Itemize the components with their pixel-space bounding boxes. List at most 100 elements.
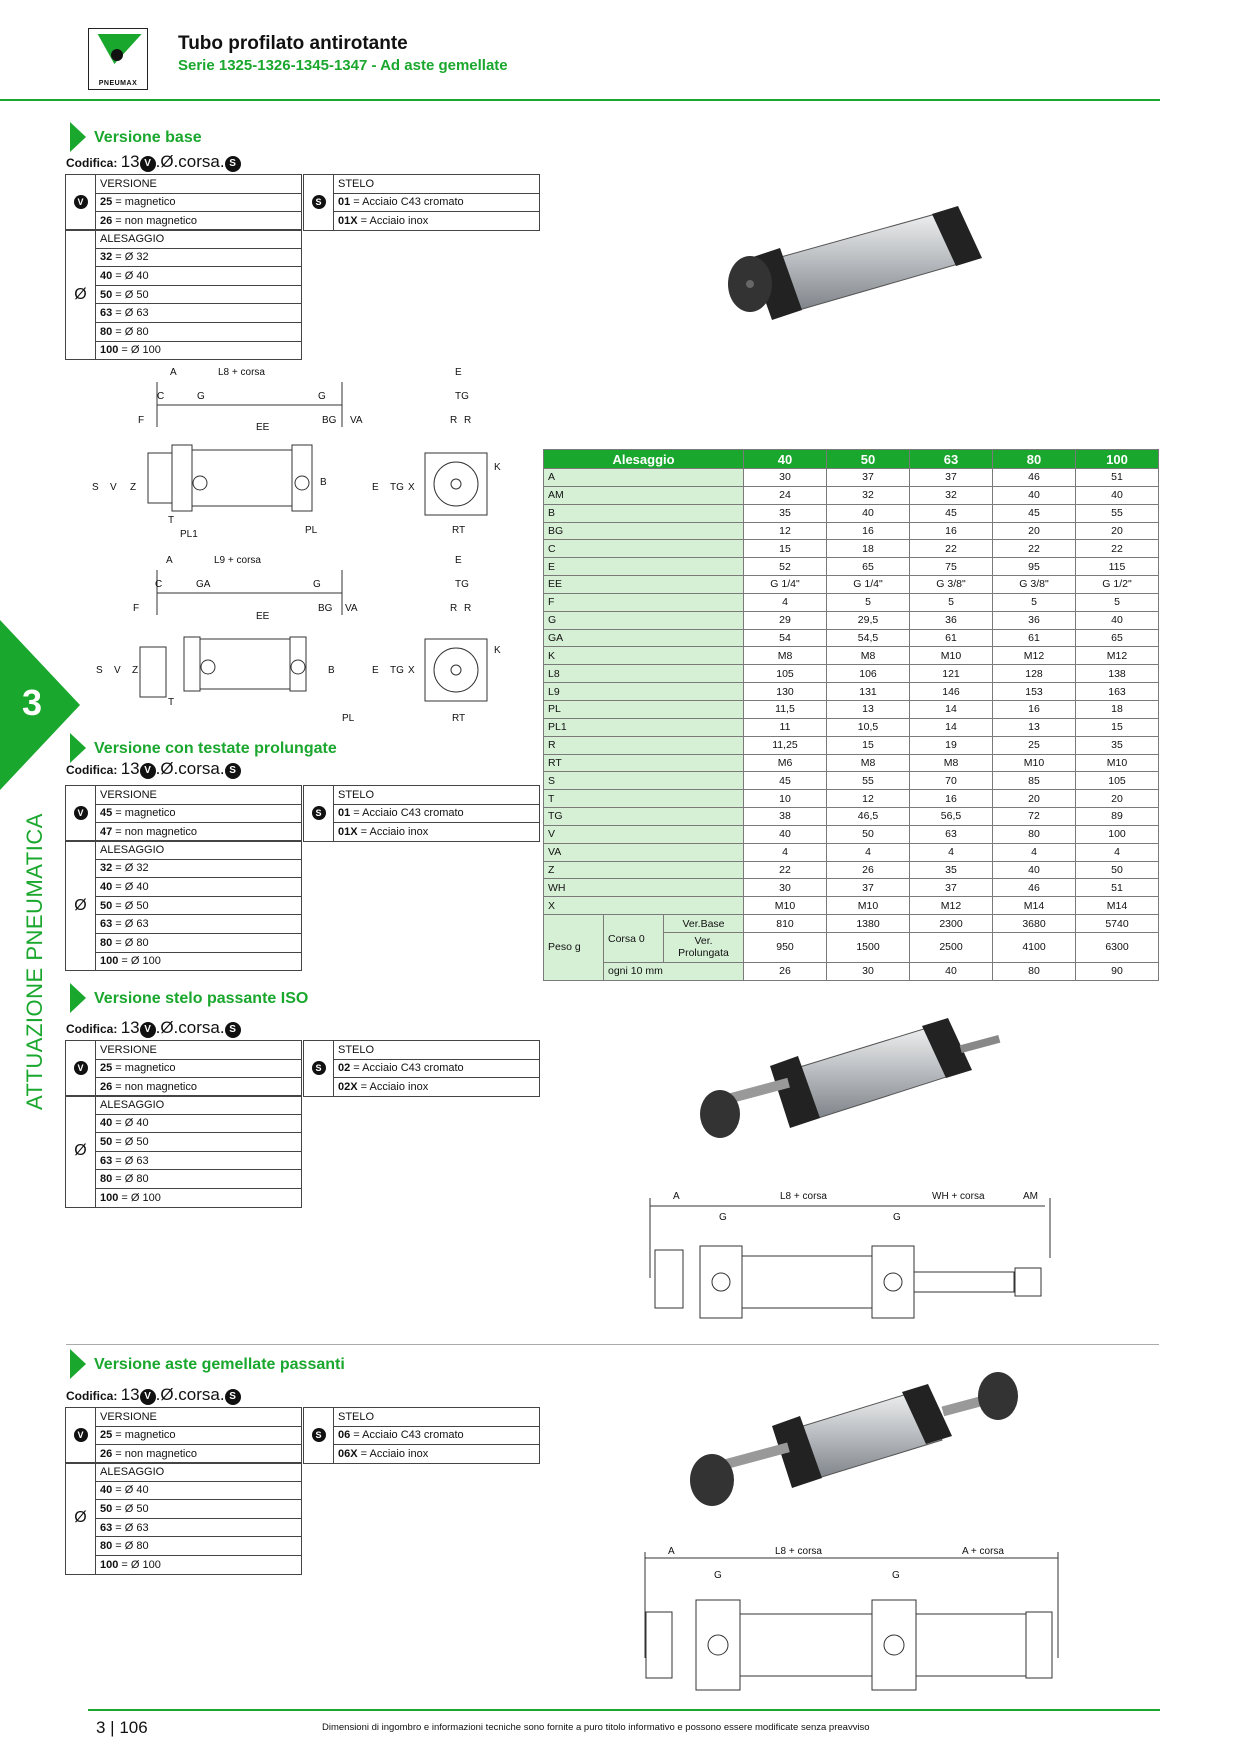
table-cell: 25	[992, 735, 1076, 755]
table-row: 100 = Ø 100	[66, 1554, 302, 1575]
version-label: Ver.Base	[663, 914, 744, 933]
table-cell: 100	[1075, 824, 1159, 844]
row-key: BG	[543, 521, 744, 541]
table-cell: 32	[826, 485, 910, 505]
table-cell: 20	[992, 521, 1076, 541]
table-cell: M12	[909, 896, 993, 916]
table-cell: 19	[909, 735, 993, 755]
option-text: = non magnetico	[112, 1447, 197, 1460]
table-cell: 70	[909, 771, 993, 791]
chapter-label: ATTUAZIONE PNEUMATICA	[22, 813, 47, 1110]
section-arrow-icon	[70, 122, 86, 152]
option-code: 80	[100, 1540, 113, 1553]
option-text: = Ø 100	[118, 955, 161, 968]
codifica-label: Codifica:	[66, 763, 118, 777]
table-cell: 14	[909, 717, 993, 737]
drawing-stelo-passante: A L8 + corsa WH + corsa AM G G	[649, 1191, 1051, 1319]
option-text: = magnetico	[112, 196, 176, 209]
row-key: A	[543, 468, 744, 487]
option-code: 100	[100, 1191, 119, 1204]
row-key: PL	[543, 699, 744, 719]
dim-ga: GA	[196, 579, 211, 590]
table-cell: M6	[743, 753, 827, 773]
row-key: Z	[543, 860, 744, 880]
option-code: 63	[100, 1154, 113, 1167]
version-label: Ver. Prolungata	[663, 931, 744, 963]
dim-pl: PL	[342, 713, 355, 724]
section-title: Versione stelo passante ISO	[94, 990, 309, 1007]
row-key: EE	[543, 575, 744, 594]
table-row: 50 = Ø 50	[66, 895, 302, 916]
dim-k: K	[494, 462, 501, 473]
table-header: VERSIONE	[95, 1040, 302, 1060]
table-row: 63 = Ø 63	[66, 1517, 302, 1538]
page-title: Tubo profilato antirotante	[178, 33, 408, 54]
table-cell: 36	[992, 610, 1076, 630]
option-value: 26 = non magnetico	[95, 211, 302, 231]
corsa-label: Corsa 0	[603, 914, 664, 963]
table-cell: M8	[826, 646, 910, 666]
option-symbol-icon: V	[73, 1061, 88, 1076]
option-text: = Ø 40	[112, 269, 149, 282]
option-text: = Ø 80	[112, 325, 149, 338]
table-row: 26 = non magnetico	[66, 211, 302, 231]
table-cell: G 1/4"	[826, 575, 910, 594]
table-cell: M10	[992, 753, 1076, 773]
table-cell: 29	[743, 610, 827, 630]
option-text: = Ø 80	[112, 936, 149, 949]
table-header: ALESAGGIO	[95, 1462, 302, 1482]
table-cell: 45	[992, 503, 1076, 523]
symbol-cell: V	[65, 174, 96, 231]
option-value: 40 = Ø 40	[95, 1480, 302, 1501]
row-key: X	[543, 896, 744, 916]
table-cell: 40	[1075, 485, 1159, 505]
option-text: = magnetico	[112, 1429, 176, 1442]
s-symbol-icon: S	[224, 1389, 241, 1405]
table-cell: 5	[992, 592, 1076, 612]
table-row: 32 = Ø 32	[66, 858, 302, 879]
table-cell: 5740	[1075, 914, 1159, 933]
row-key: V	[543, 824, 744, 844]
option-value: 40 = Ø 40	[95, 1113, 302, 1134]
section-arrow-icon	[70, 1349, 86, 1379]
table-cell: 130	[743, 682, 827, 701]
option-symbol-icon: V	[73, 195, 88, 210]
table-cell: 37	[909, 468, 993, 487]
option-text: = Ø 50	[112, 1135, 149, 1148]
row-key: C	[543, 539, 744, 559]
option-code: 80	[100, 325, 113, 338]
table-cell: 51	[1075, 468, 1159, 487]
dim-z: Z	[130, 482, 136, 493]
table-cell: 105	[743, 664, 827, 684]
option-text: = Acciaio inox	[357, 214, 429, 227]
code-mid: .Ø.corsa.	[155, 152, 225, 171]
option-value: 01X = Acciaio inox	[333, 211, 540, 231]
option-text: = Ø 40	[112, 1484, 149, 1497]
table-cell: 4	[1075, 842, 1159, 862]
table-cell: 22	[909, 539, 993, 559]
table-row: 80 = Ø 80	[66, 321, 302, 342]
dim-t: T	[168, 697, 174, 708]
table-row: 100 = Ø 100	[66, 951, 302, 972]
table-cell: 4	[826, 842, 910, 862]
table-header: STELO	[333, 1407, 540, 1427]
table-header: ALESAGGIO	[95, 229, 302, 249]
table-header: 63	[909, 449, 993, 469]
dim-rt: RT	[452, 525, 465, 536]
option-text: = Ø 40	[112, 880, 149, 893]
table-cell: 4	[743, 842, 827, 862]
option-code: 63	[100, 918, 113, 931]
table-row: 01X = Acciaio inox	[304, 822, 540, 842]
dim-r: R	[464, 603, 471, 614]
table-row: 26 = non magnetico	[66, 1077, 302, 1097]
table-cell: 80	[992, 824, 1076, 844]
